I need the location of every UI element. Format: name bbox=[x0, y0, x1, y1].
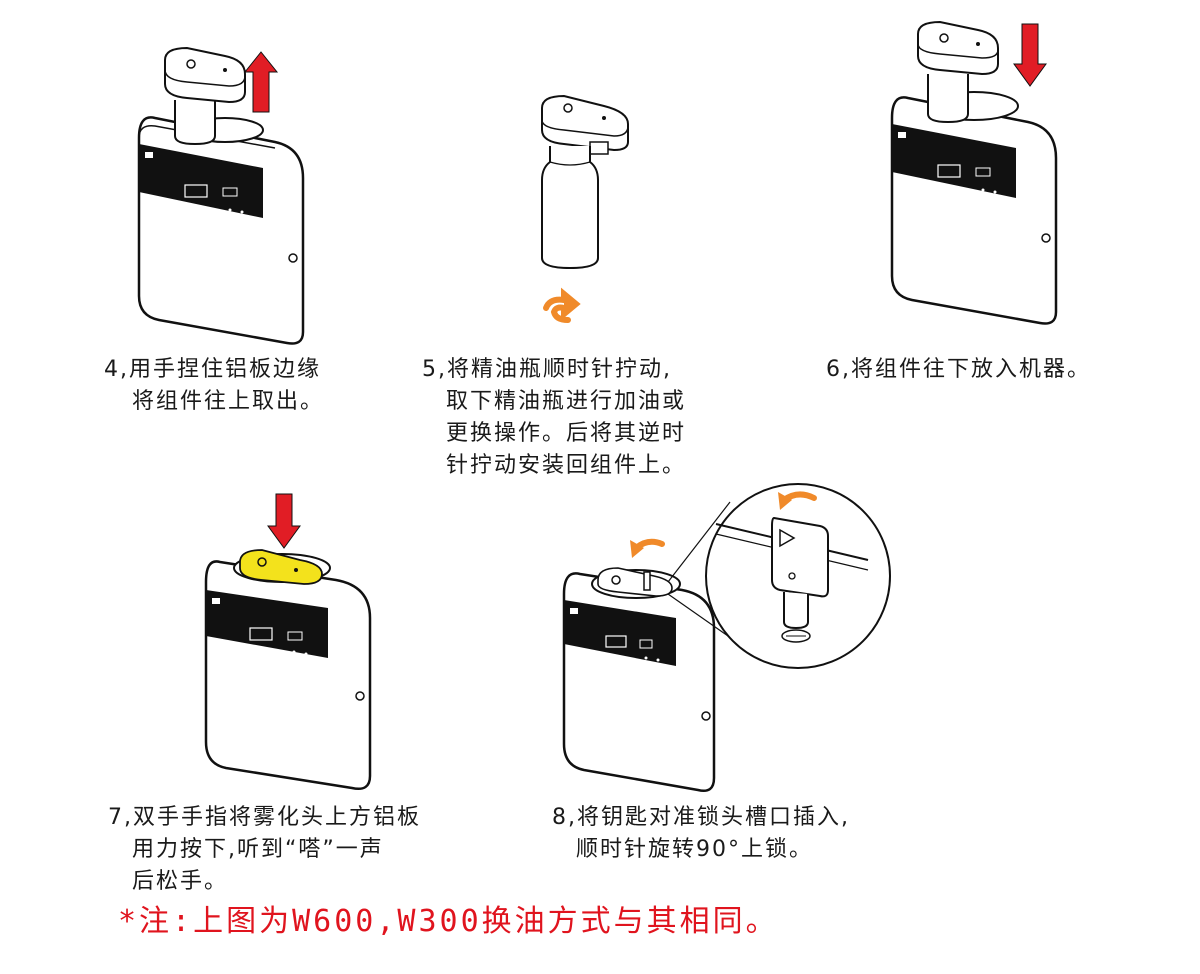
step-5-caption: 5,将精油瓶顺时针拧动, 取下精油瓶进行加油或 更换操作。后将其逆时 针拧动安装… bbox=[422, 354, 686, 482]
step-4-line-1: 4,用手捏住铝板边缘 bbox=[104, 357, 321, 382]
figure-step-8 bbox=[552, 483, 892, 800]
step-6-caption: 6,将组件往下放入机器。 bbox=[826, 354, 1091, 386]
step-5-line-1: 5,将精油瓶顺时针拧动, bbox=[422, 357, 672, 382]
footnote: *注:上图为W600,W300换油方式与其相同。 bbox=[118, 904, 779, 939]
figure-step-7 bbox=[196, 490, 386, 800]
step-7-line-3: 后松手。 bbox=[132, 869, 229, 894]
step-8-line-2: 顺时针旋转90°上锁。 bbox=[576, 837, 813, 862]
step-4-line-2: 将组件往上取出。 bbox=[132, 389, 325, 414]
figure-step-6 bbox=[878, 20, 1078, 340]
step-7-caption: 7,双手手指将雾化头上方铝板 用力按下,听到“嗒”一声 后松手。 bbox=[108, 802, 421, 898]
step-5-line-2: 取下精油瓶进行加油或 bbox=[446, 389, 687, 414]
step-7-line-2: 用力按下,听到“嗒”一声 bbox=[132, 837, 384, 862]
step-5-line-4: 针拧动安装回组件上。 bbox=[446, 453, 687, 478]
step-8-line-1: 8,将钥匙对准锁头槽口插入, bbox=[552, 805, 850, 830]
step-8-caption: 8,将钥匙对准锁头槽口插入, 顺时针旋转90°上锁。 bbox=[552, 802, 850, 866]
step-4-caption: 4,用手捏住铝板边缘 将组件往上取出。 bbox=[104, 354, 324, 418]
step-6-line-1: 6,将组件往下放入机器。 bbox=[826, 357, 1091, 382]
figure-step-4 bbox=[125, 40, 325, 350]
step-7-line-1: 7,双手手指将雾化头上方铝板 bbox=[108, 805, 421, 830]
step-5-line-3: 更换操作。后将其逆时 bbox=[446, 421, 687, 446]
figure-step-5 bbox=[520, 88, 660, 338]
